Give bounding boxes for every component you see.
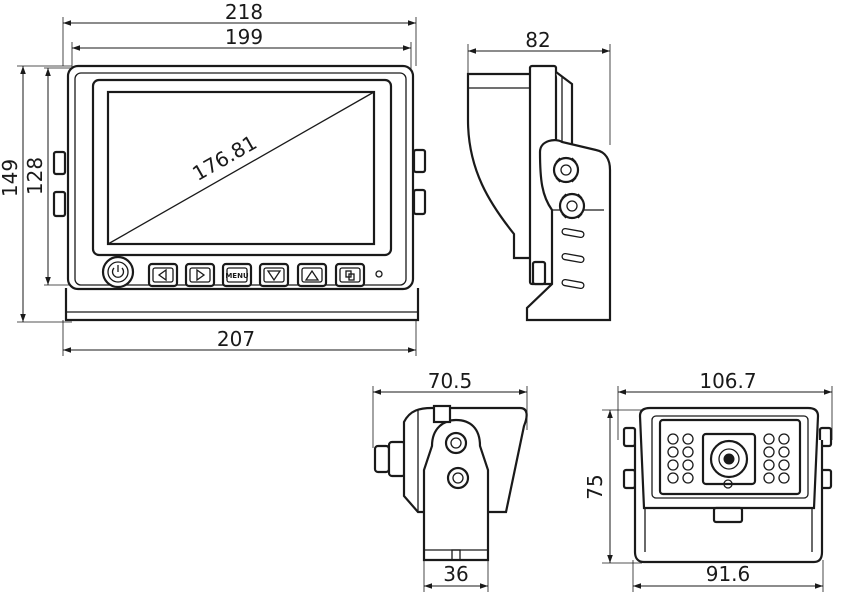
dim-camera-width-top: 106.7	[699, 369, 756, 393]
bracket-knob-lower	[558, 192, 586, 220]
power-icon	[111, 267, 125, 278]
button-left	[147, 262, 179, 288]
button-up	[296, 262, 328, 288]
arrow-right-icon	[196, 268, 206, 282]
dim-camera-depth: 70.5	[428, 369, 473, 393]
button-source	[334, 262, 366, 288]
dim-camera-height: 75	[583, 474, 607, 499]
lens-icon	[723, 453, 735, 465]
button-right	[184, 262, 216, 288]
button-menu: MENU	[221, 262, 253, 288]
camera-side-view: 70.5 36	[372, 369, 528, 592]
arrow-up-icon	[304, 269, 320, 281]
dim-camera-base: 36	[443, 562, 468, 586]
camera-front-view: 106.7 75 91.6	[583, 369, 833, 592]
dim-width-inner: 199	[225, 25, 263, 49]
dim-width-outer: 218	[225, 0, 263, 24]
dim-camera-width-bottom: 91.6	[706, 562, 751, 586]
dim-height-outer: 149	[0, 159, 22, 197]
sensor-dot	[375, 270, 383, 278]
power-button	[101, 255, 135, 289]
monitor-front-view: 218 199 207 149 128 176.81	[0, 0, 427, 356]
dim-width-bottom: 207	[217, 327, 255, 351]
menu-label: MENU	[225, 272, 249, 280]
arrow-down-icon	[266, 270, 282, 282]
arrow-left-icon	[157, 268, 167, 282]
monitor-side-view: 82	[466, 28, 612, 322]
dim-depth: 82	[525, 28, 550, 52]
dim-height-inner: 128	[23, 157, 47, 195]
ir-led-right-array	[763, 433, 790, 484]
ir-led-left-array	[667, 433, 694, 484]
bracket-knob-upper	[552, 156, 580, 184]
button-down	[258, 262, 290, 288]
